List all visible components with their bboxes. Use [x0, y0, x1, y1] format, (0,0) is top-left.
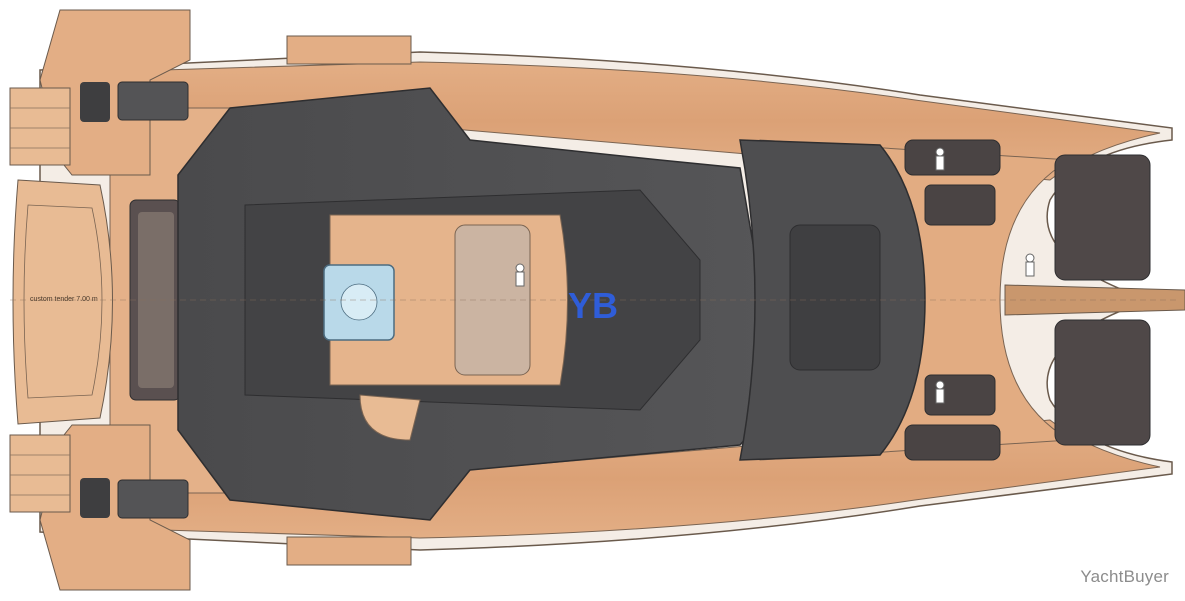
starboard-hatch [80, 478, 110, 518]
starboard-stern-steps [9, 434, 71, 513]
port-hatch [80, 82, 110, 122]
forward-sunpad-starboard [1054, 319, 1151, 446]
foredeck-lounger-starboard [904, 424, 1001, 461]
forward-sunpad-port [1054, 154, 1151, 281]
port-boarding-platform [286, 35, 412, 65]
starboard-helm-seat [117, 479, 189, 519]
tender-outline [12, 179, 113, 425]
human-figure-icon [935, 147, 945, 171]
foredeck-lounger-port [904, 139, 1001, 176]
tender-label: custom tender 7.00 m [30, 296, 98, 303]
starboard-boarding-platform [286, 536, 412, 566]
port-stern-steps [9, 87, 71, 166]
port-helm-seat [117, 81, 189, 121]
tender-inner-line [23, 204, 103, 399]
yachtbuyer-logo-icon: YB [568, 285, 618, 326]
human-figure-icon [1025, 253, 1035, 277]
human-figure-icon [515, 263, 525, 287]
foredeck-seat-port [924, 184, 996, 226]
spiral-stair [359, 394, 421, 441]
hot-tub-center [340, 283, 378, 321]
human-figure-icon [935, 380, 945, 404]
watermark: YachtBuyer [1080, 567, 1169, 586]
forward-hatch [789, 224, 881, 371]
